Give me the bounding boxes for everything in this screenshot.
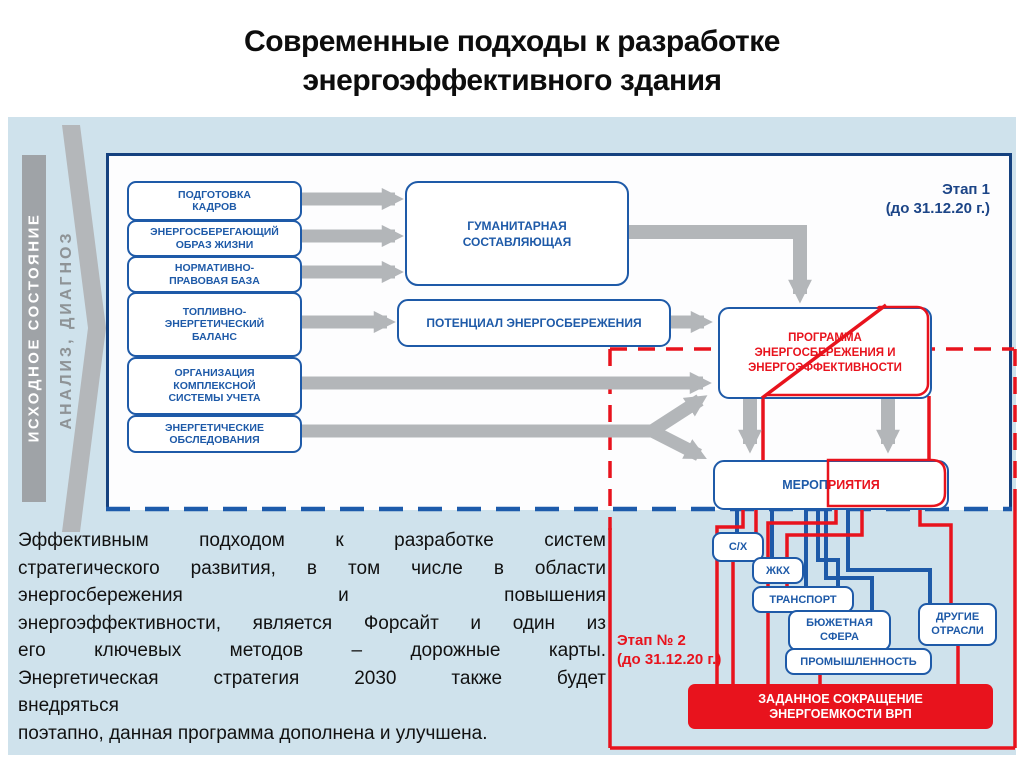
stage1-label-line2: (до 31.12.20 г.) <box>885 200 990 217</box>
body-paragraph: Эффективным подходом к разработке систем… <box>18 530 606 744</box>
humanitarian-component-box: ГУМАНИТАРНАЯ СОСТАВЛЯЮЩАЯ <box>405 181 629 286</box>
initial-state-bar <box>22 155 46 502</box>
stage2-label-line2: (до 31.12.20 г.) <box>617 651 722 668</box>
slide-title-line2: энергоэффективного здания <box>302 64 722 97</box>
program-box: ПРОГРАММА ЭНЕРГОСБЕРЕЖЕНИЯ И ЭНЕРГОЭФФЕК… <box>718 307 932 399</box>
input-box-energy-saving-lifestyle: ЭНЕРГОСБЕРЕГАЮЩИЙ ОБРАЗ ЖИЗНИ <box>127 220 302 257</box>
sector-box-transport: ТРАНСПОРТ <box>752 586 854 613</box>
sector-box-budget-sphere: БЮЖЕТНАЯ СФЕРА <box>788 610 891 651</box>
input-box-metering-system: ОРГАНИЗАЦИЯ КОМПЛЕКСНОЙ СИСТЕМЫ УЧЕТА <box>127 357 302 415</box>
input-box-personnel-training: ПОДГОТОВКА КАДРОВ <box>127 181 302 221</box>
input-box-energy-audits: ЭНЕРГЕТИЧЕСКИЕ ОБСЛЕДОВАНИЯ <box>127 415 302 453</box>
energy-saving-potential-box: ПОТЕНЦИАЛ ЭНЕРГОСБЕРЕЖЕНИЯ <box>397 299 671 347</box>
sector-box-other-branches: ДРУГИЕ ОТРАСЛИ <box>918 603 997 646</box>
measures-label-right: РИЯТИЯ <box>827 478 880 492</box>
sector-box-industry: ПРОМЫШЛЕННОСТЬ <box>785 648 932 675</box>
target-reduction-box: ЗАДАННОЕ СОКРАЩЕНИЕ ЭНЕРГОЕМКОСТИ ВРП <box>688 684 993 729</box>
slide-title: Современные подходы к разработке энергоэ… <box>0 22 1024 100</box>
analysis-diagnosis-label: АНАЛИЗ, ДИАГНОЗ <box>58 230 75 430</box>
stage1-label: Этап 1 (до 31.12.20 г.) <box>850 180 990 218</box>
initial-state-label: ИСХОДНОЕ СОСТОЯНИЕ <box>25 212 43 443</box>
input-box-fuel-energy-balance: ТОПЛИВНО- ЭНЕРГЕТИЧЕСКИЙ БАЛАНС <box>127 292 302 357</box>
measures-label-left: МЕРОП <box>782 478 828 492</box>
slide-title-line1: Современные подходы к разработке <box>244 25 780 58</box>
sector-box-housing: ЖКХ <box>752 557 804 584</box>
stage2-label: Этап № 2 (до 31.12.20 г.) <box>617 631 737 669</box>
stage2-label-line1: Этап № 2 <box>617 632 686 649</box>
input-box-legal-framework: НОРМАТИВНО- ПРАВОВАЯ БАЗА <box>127 256 302 293</box>
stage1-label-line1: Этап 1 <box>942 181 990 198</box>
